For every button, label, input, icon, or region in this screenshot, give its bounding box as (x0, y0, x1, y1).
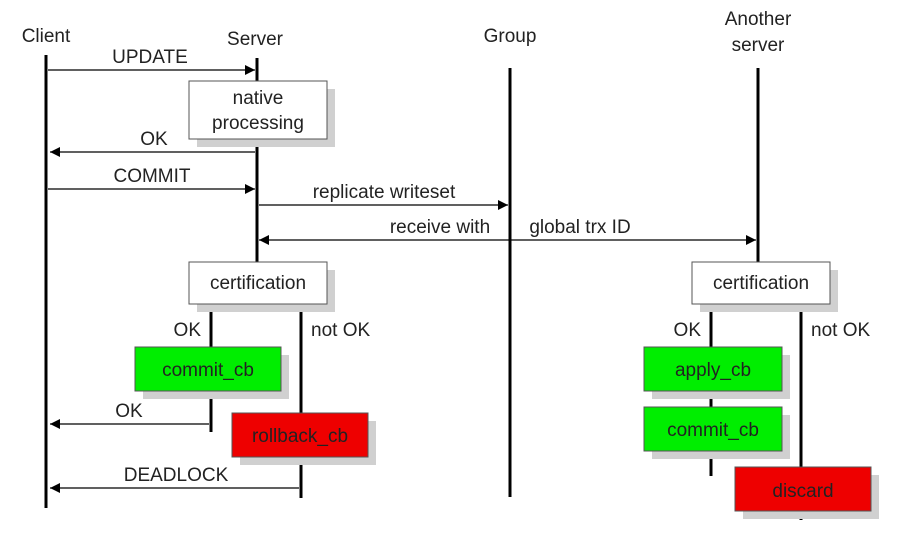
another-certification-label: certification (713, 273, 809, 294)
receive-label-part1: receive with (390, 217, 490, 238)
deadlock-label: DEADLOCK (124, 465, 229, 486)
apply-cb-label: apply_cb (675, 360, 751, 381)
server-ok-label: OK (174, 320, 202, 341)
native-processing-box: native processing (188, 80, 335, 147)
another-not-ok-label: not OK (811, 320, 870, 341)
another-server-label-line1: Another (725, 9, 792, 30)
ok-label-2: OK (115, 401, 143, 422)
native-processing-label-line2: processing (212, 113, 304, 134)
receive-label-part2: global trx ID (529, 217, 630, 238)
another-certification-box: certification (691, 261, 838, 312)
replicate-writeset-label: replicate writeset (313, 182, 456, 203)
discard-box: discard (734, 466, 879, 519)
commit-label: COMMIT (113, 166, 190, 187)
update-label: UPDATE (112, 47, 188, 68)
rollback-cb-box: rollback_cb (231, 412, 376, 465)
another-commit-cb-label: commit_cb (667, 420, 759, 441)
another-ok-label: OK (674, 320, 702, 341)
apply-cb-box: apply_cb (643, 346, 790, 399)
ok-label-1: OK (140, 129, 168, 150)
client-lifeline-label: Client (22, 26, 71, 47)
rollback-cb-label: rollback_cb (252, 426, 348, 447)
server-commit-cb-label: commit_cb (162, 360, 254, 381)
server-commit-cb-box: commit_cb (134, 346, 289, 399)
group-lifeline-label: Group (484, 26, 537, 47)
another-server-label-line2: server (732, 35, 785, 56)
discard-label: discard (772, 481, 833, 502)
server-not-ok-label: not OK (311, 320, 370, 341)
another-commit-cb-box: commit_cb (643, 406, 790, 459)
server-certification-box: certification (188, 261, 335, 312)
server-lifeline-label: Server (227, 29, 284, 50)
native-processing-label-line1: native (233, 88, 284, 109)
server-certification-label: certification (210, 273, 306, 294)
